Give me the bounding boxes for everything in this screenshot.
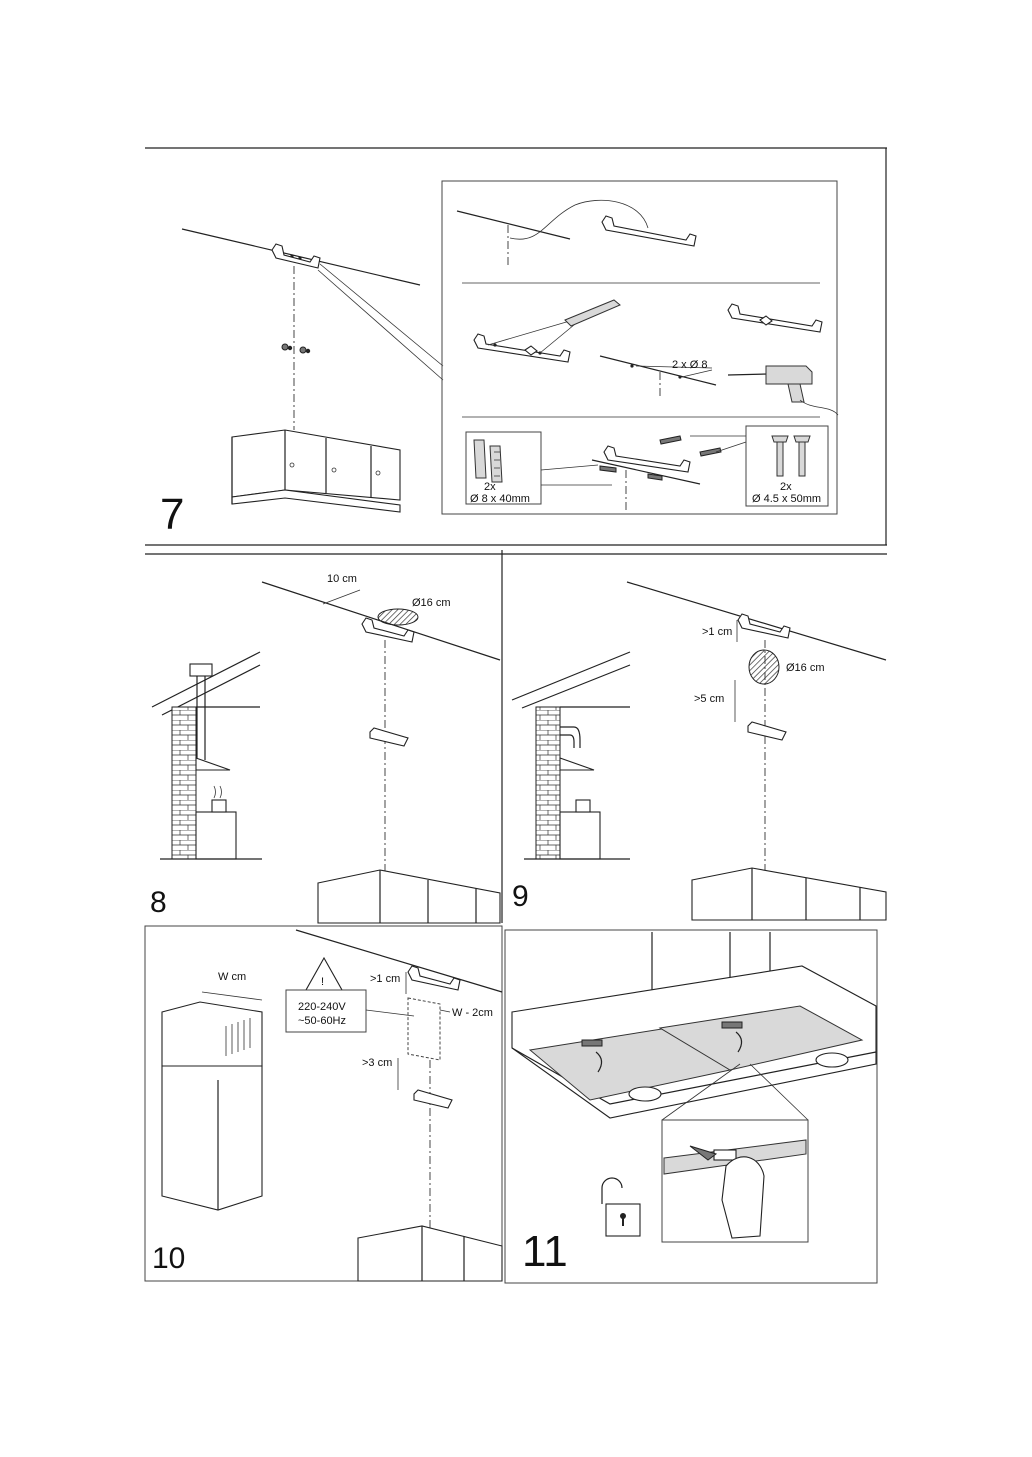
step-8-panel: 10 cm Ø16 cm 8 xyxy=(145,550,887,924)
chimney-cover xyxy=(161,991,263,1211)
step-9-number: 9 xyxy=(512,880,529,913)
step-8-number: 8 xyxy=(150,886,167,919)
plug-size: Ø 8 x 40mm xyxy=(470,493,530,505)
unlocked-padlock-icon xyxy=(601,1177,641,1237)
screw-qty: 2x xyxy=(780,481,792,493)
screw-icon xyxy=(771,435,811,477)
drill-size-label: 2 x Ø 8 xyxy=(672,359,707,371)
warning-triangle-icon: ! xyxy=(305,956,343,991)
hand-releasing-filter xyxy=(663,1139,807,1239)
ceiling-bracket xyxy=(271,243,321,269)
wall-plug-icon xyxy=(473,439,503,483)
cooker-hood-underside xyxy=(511,965,877,1119)
socket-zone xyxy=(407,997,441,1061)
screw-parts xyxy=(599,435,722,481)
offset-label: 10 cm xyxy=(327,573,357,585)
voltage-label: 220-240V xyxy=(298,1001,346,1013)
bottom-gap-label: >5 cm xyxy=(694,693,724,705)
house-with-chimney xyxy=(151,651,262,860)
screw-size: Ø 4.5 x 50mm xyxy=(752,493,821,505)
svg-text:!: ! xyxy=(321,976,324,988)
step-7-number: 7 xyxy=(160,490,184,539)
cabinets-8 xyxy=(317,869,501,924)
step-10-number: 10 xyxy=(152,1242,185,1275)
frequency-label: ~50-60Hz xyxy=(298,1015,346,1027)
plug-qty: 2x xyxy=(484,481,496,493)
step-9-panel: >1 cm Ø16 cm >5 cm 9 xyxy=(511,581,887,921)
kitchen-cabinets xyxy=(231,429,401,513)
step-11-panel: 11 xyxy=(504,929,878,1284)
top-gap-label-10: >1 cm xyxy=(370,973,400,985)
bottom-gap-label-10: >3 cm xyxy=(362,1057,392,1069)
step-7-detail-box: 2 x Ø 8 2x Ø 8 x 40mm xyxy=(441,180,839,515)
step-11-number: 11 xyxy=(522,1227,568,1276)
pencil-icon xyxy=(564,299,621,327)
push-arrow-icon xyxy=(595,1051,603,1073)
socket-width-label: W - 2cm xyxy=(452,1007,493,1019)
house-with-wall-vent xyxy=(511,651,631,860)
duct-diameter-label: Ø16 cm xyxy=(412,597,451,609)
top-gap-label: >1 cm xyxy=(702,626,732,638)
width-label: W cm xyxy=(218,971,246,983)
cabinets-10 xyxy=(357,1225,503,1282)
power-drill-icon xyxy=(727,365,839,416)
cabinets-9 xyxy=(691,867,887,921)
step-10-panel: W cm ! 220-240V ~50-60Hz >1 cm W - 2cm >… xyxy=(144,925,503,1282)
screws-small xyxy=(281,343,311,354)
step-7-panel: 7 2 x Ø 8 xyxy=(145,147,887,546)
duct-opening-9 xyxy=(748,649,780,685)
duct-diameter-label-9: Ø16 cm xyxy=(786,662,825,674)
duct-opening xyxy=(377,608,419,626)
